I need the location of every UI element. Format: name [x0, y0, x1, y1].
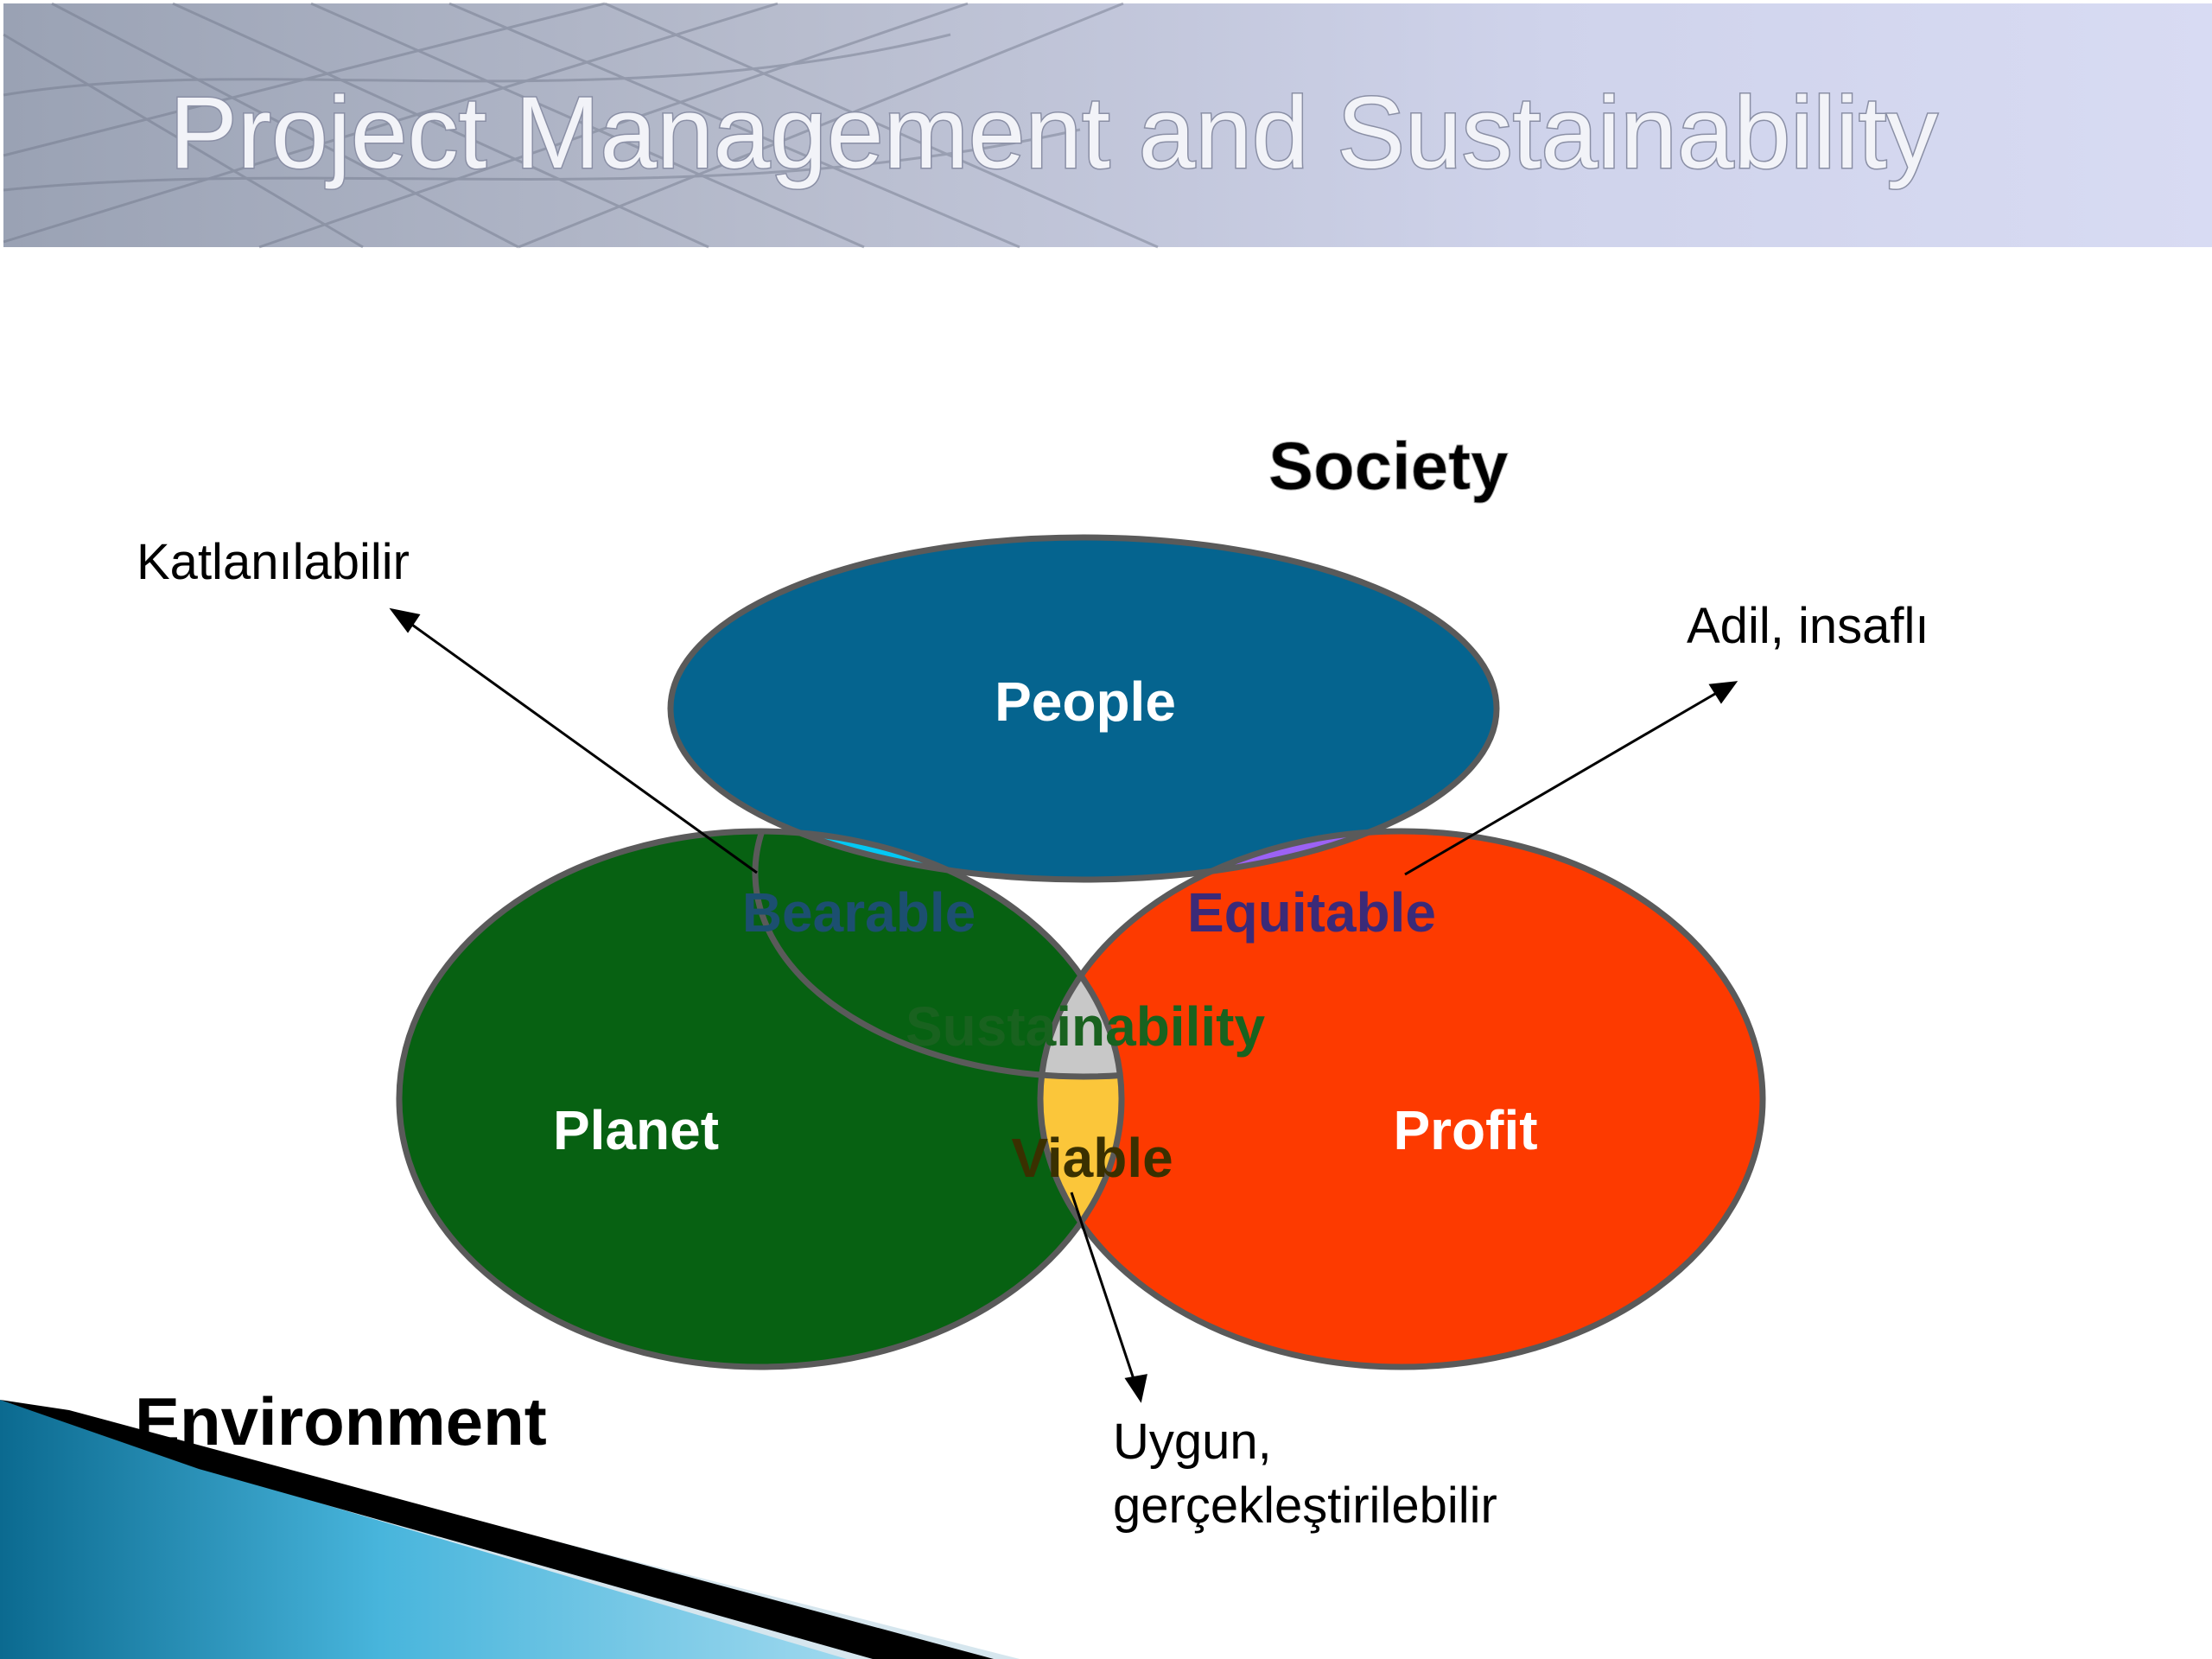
- bearable-label: Bearable: [742, 881, 976, 944]
- society-label: Society: [1268, 428, 1508, 504]
- viable-annotation-line1: Uygun,: [1113, 1414, 1272, 1470]
- bearable-annotation: Katlanılabilir: [137, 534, 410, 590]
- equitable-label: Equitable: [1187, 881, 1436, 944]
- decorative-swoosh: [0, 1400, 1020, 1659]
- arrow-viable-head: [1124, 1374, 1147, 1403]
- people-circle: [671, 537, 1497, 880]
- equitable-annotation: Adil, insaflı: [1687, 598, 1929, 654]
- banner-background: [3, 3, 2212, 247]
- profit-label: Profit: [1393, 1099, 1537, 1161]
- arrow-bearable: [405, 619, 758, 874]
- annotation-arrows: [389, 607, 1738, 1403]
- arrow-equitable: [1404, 690, 1720, 876]
- planet-label: Planet: [553, 1099, 719, 1161]
- sustainability-label: Sustainability: [906, 995, 1266, 1058]
- venn-diagram: People Planet Profit Bearable Equitable …: [396, 534, 1766, 1370]
- viable-label: Viable: [1011, 1127, 1173, 1189]
- title-banner: Project Management and Sustainability: [3, 2, 2212, 249]
- slide-title: Project Management and Sustainability: [169, 76, 1938, 190]
- profit-circle: [1040, 831, 1763, 1367]
- viable-annotation-line2: gerçekleştirilebilir: [1113, 1478, 1497, 1534]
- arrow-bearable-head: [389, 607, 421, 633]
- arrow-equitable-head: [1708, 681, 1738, 704]
- banner-structure-pattern: [3, 2, 1159, 249]
- planet-circle: [399, 831, 1122, 1367]
- environment-label: Environment: [135, 1383, 547, 1459]
- people-label: People: [995, 671, 1176, 733]
- arrow-viable: [1070, 1192, 1137, 1385]
